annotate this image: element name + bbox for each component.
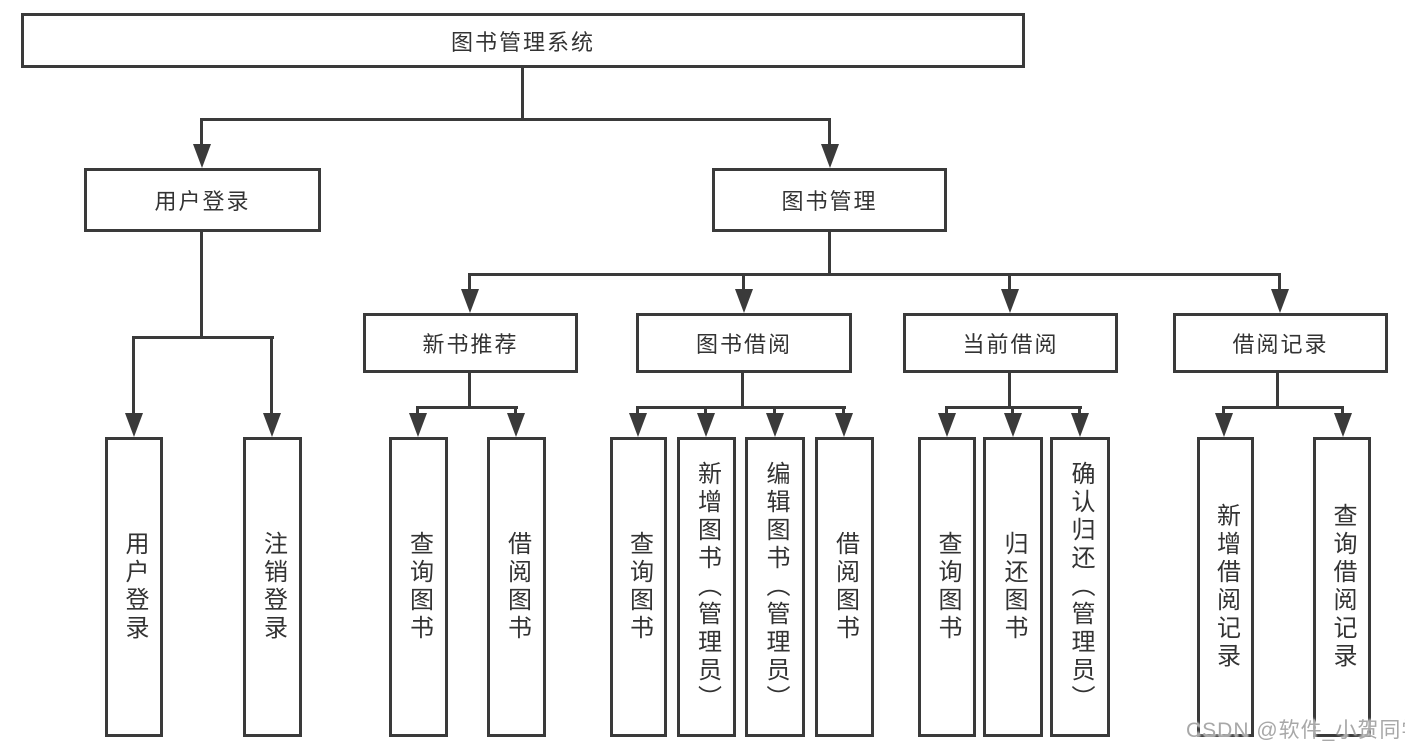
leaf-label: 借阅图书 <box>503 531 531 643</box>
connector-vline <box>270 336 273 415</box>
leaf-label: 借阅图书 <box>831 531 859 643</box>
arrow-down-icon <box>263 413 281 437</box>
arrow-down-icon <box>697 413 715 437</box>
arrow-down-icon <box>193 144 211 168</box>
leaf-label: 查询图书 <box>625 531 653 643</box>
connector-vline <box>416 406 419 415</box>
node-book-borrowing: 图书借阅 <box>636 313 852 373</box>
leaf-borrow-add-books-admin: 新增图书（管理员） <box>677 437 736 737</box>
leaf-recommend-query-books: 查询图书 <box>389 437 448 737</box>
connector-vline <box>1276 373 1279 406</box>
connector-hline <box>469 273 1281 276</box>
node-label: 用户登录 <box>154 189 251 214</box>
node-label: 图书借阅 <box>695 332 792 357</box>
node-label: 新书推荐 <box>422 332 519 357</box>
leaf-label: 用户登录 <box>121 531 148 643</box>
arrow-down-icon <box>461 289 479 313</box>
connector-hline <box>133 336 274 339</box>
connector-hline <box>637 406 846 409</box>
arrow-down-icon <box>1334 413 1352 437</box>
arrow-down-icon <box>629 413 647 437</box>
leaf-label: 查询图书 <box>405 531 433 643</box>
node-user-login: 用户登录 <box>84 168 321 232</box>
arrow-down-icon <box>1001 289 1019 313</box>
connector-vline <box>1008 373 1011 406</box>
leaf-borrow-query-books: 查询图书 <box>610 437 667 737</box>
leaf-user-login: 用户登录 <box>105 437 163 737</box>
leaf-label: 确认归还（管理员） <box>1067 461 1094 713</box>
arrow-down-icon <box>1071 413 1089 437</box>
connector-vline <box>842 406 845 415</box>
connector-vline <box>1278 273 1281 291</box>
connector-vline <box>1341 406 1344 415</box>
arrow-down-icon <box>507 413 525 437</box>
node-book-management: 图书管理 <box>712 168 947 232</box>
connector-vline <box>514 406 517 415</box>
leaf-current-confirm-return-admin: 确认归还（管理员） <box>1050 437 1110 737</box>
arrow-down-icon <box>821 144 839 168</box>
leaf-current-return-books: 归还图书 <box>983 437 1043 737</box>
leaf-records-query-borrow-record: 查询借阅记录 <box>1313 437 1371 737</box>
connector-hline <box>1222 406 1344 409</box>
connector-vline <box>200 232 203 336</box>
connector-vline <box>741 373 744 406</box>
connector-vline <box>1078 406 1081 415</box>
leaf-label: 注销登录 <box>259 531 287 643</box>
arrow-down-icon <box>409 413 427 437</box>
arrow-down-icon <box>938 413 956 437</box>
arrow-down-icon <box>1215 413 1233 437</box>
arrow-down-icon <box>125 413 143 437</box>
leaf-label: 归还图书 <box>1000 531 1027 643</box>
watermark-text: CSDN @软件_小贺同学 <box>1186 719 1405 742</box>
leaf-borrow-edit-books-admin: 编辑图书（管理员） <box>745 437 805 737</box>
leaf-current-query-books: 查询图书 <box>918 437 976 737</box>
connector-vline <box>828 232 831 273</box>
leaf-label: 新增借阅记录 <box>1212 503 1240 671</box>
leaf-logout: 注销登录 <box>243 437 302 737</box>
node-current-borrowing: 当前借阅 <box>903 313 1118 373</box>
connector-vline <box>828 118 831 148</box>
node-label: 当前借阅 <box>962 332 1059 357</box>
connector-vline <box>636 406 639 415</box>
leaf-recommend-borrow-books: 借阅图书 <box>487 437 546 737</box>
leaf-label: 查询借阅记录 <box>1329 503 1356 671</box>
node-label: 图书管理 <box>781 189 878 214</box>
arrow-down-icon <box>1004 413 1022 437</box>
connector-vline <box>521 68 524 118</box>
connector-vline <box>742 273 745 291</box>
node-new-book-recommendation: 新书推荐 <box>363 313 578 373</box>
arrow-down-icon <box>1271 289 1289 313</box>
leaf-borrow-borrow-books: 借阅图书 <box>815 437 874 737</box>
leaf-label: 编辑图书（管理员） <box>762 461 789 713</box>
connector-hline <box>201 118 831 121</box>
connector-vline <box>1222 406 1225 415</box>
arrow-down-icon <box>835 413 853 437</box>
leaf-label: 新增图书（管理员） <box>693 461 721 713</box>
leaf-records-add-borrow-record: 新增借阅记录 <box>1197 437 1254 737</box>
leaf-label: 查询图书 <box>934 531 961 643</box>
connector-hline <box>417 406 518 409</box>
connector-vline <box>773 406 776 415</box>
connector-vline <box>468 273 471 291</box>
connector-vline <box>945 406 948 415</box>
node-library-management-system: 图书管理系统 <box>21 13 1025 68</box>
connector-vline <box>704 406 707 415</box>
connector-vline <box>200 118 203 148</box>
node-label: 图书管理系统 <box>450 29 595 55</box>
connector-vline <box>1008 273 1011 291</box>
arrow-down-icon <box>766 413 784 437</box>
connector-vline <box>132 336 135 415</box>
node-label: 借阅记录 <box>1232 332 1329 357</box>
arrow-down-icon <box>735 289 753 313</box>
connector-vline <box>1011 406 1014 415</box>
node-borrowing-records: 借阅记录 <box>1173 313 1388 373</box>
connector-vline <box>468 373 471 406</box>
